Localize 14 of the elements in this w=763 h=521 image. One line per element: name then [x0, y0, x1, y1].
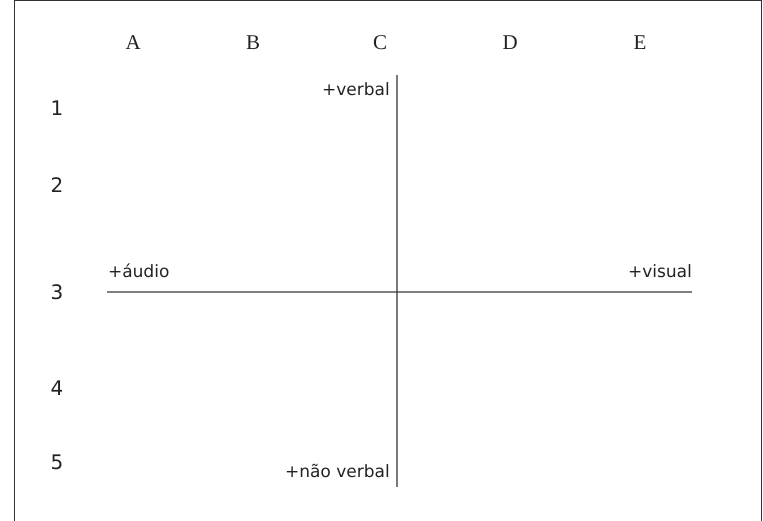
column-heading: A [126, 32, 141, 52]
row-number: 3 [50, 282, 64, 302]
axis-label: +não verbal [285, 464, 390, 480]
row-number: 1 [50, 98, 64, 118]
column-heading: C [373, 32, 388, 52]
row-number: 2 [50, 175, 64, 195]
row-number: 4 [50, 378, 64, 398]
axis-label: +áudio [108, 264, 170, 280]
column-heading: D [502, 32, 518, 52]
axis-label: +visual [628, 264, 692, 280]
axis-label: +verbal [322, 82, 390, 98]
column-heading: B [246, 32, 260, 52]
column-heading: E [634, 32, 646, 52]
row-number: 5 [50, 452, 64, 472]
